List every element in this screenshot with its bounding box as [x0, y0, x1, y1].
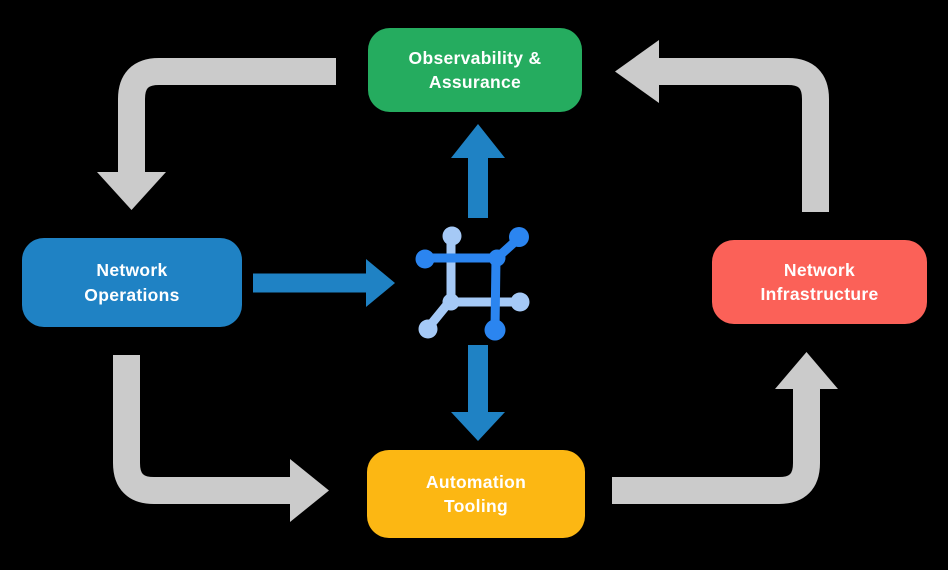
node-automation-tooling: Automation Tooling: [367, 450, 585, 538]
node-label-line: Network: [96, 260, 168, 281]
node-label-line: Automation: [425, 471, 527, 492]
arrow-tooling-to-infrastructure: [612, 352, 838, 504]
icon-node: [488, 249, 506, 267]
arrow-shaft: [118, 58, 336, 173]
arrow-operations-to-tooling: [113, 355, 329, 522]
icon-node: [442, 293, 460, 311]
arrow-head: [97, 172, 166, 210]
icon-node: [418, 319, 438, 339]
node-network-infrastructure: Network Infrastructure: [712, 240, 927, 324]
arrow-shaft: [659, 58, 829, 212]
icon-node: [509, 227, 529, 247]
arrow-infrastructure-to-observability: [615, 40, 829, 212]
arrow-head: [615, 40, 659, 103]
arrow-head: [451, 412, 505, 441]
arrow-shaft: [113, 355, 291, 504]
node-observability-assurance: Observability & Assurance: [368, 28, 582, 112]
arrow-shaft: [612, 389, 820, 504]
arrow-operations-to-core: [253, 259, 395, 307]
arrow-observability-to-operations: [97, 58, 336, 210]
node-label-line: Observability &: [408, 47, 542, 68]
icon-node: [510, 292, 530, 312]
arrow-head: [366, 259, 395, 307]
node-label-line: Tooling: [444, 496, 508, 516]
node-label-line: Infrastructure: [760, 284, 879, 304]
arrow-head: [775, 352, 838, 389]
icon-link: [490, 253, 501, 334]
icon-node: [484, 319, 506, 341]
icon-node: [442, 226, 462, 246]
arrow-core-to-observability: [451, 124, 505, 218]
node-network-operations: Network Operations: [22, 238, 242, 327]
node-label-line: Operations: [84, 284, 180, 305]
node-label-line: Network: [783, 259, 856, 280]
network-mesh-icon: [415, 226, 530, 341]
arrow-head: [451, 124, 505, 158]
icon-node: [415, 249, 435, 269]
arrow-core-to-tooling: [451, 345, 505, 441]
arrow-head: [290, 459, 329, 522]
node-label-line: Assurance: [428, 72, 522, 92]
